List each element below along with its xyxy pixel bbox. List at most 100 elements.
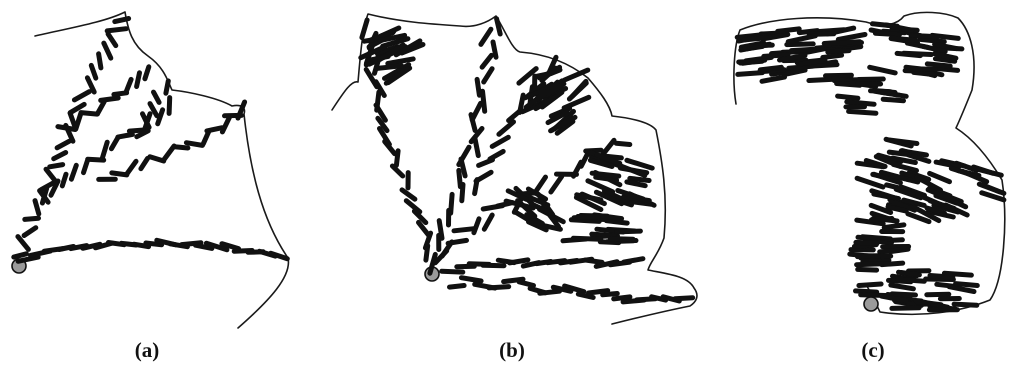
panel-c-cell [819,30,844,32]
panel-c-cell [861,295,886,296]
panel-c-cell [849,111,876,113]
panel-c-cell [847,102,874,104]
panel-a-cell [108,34,116,46]
panel-b-cell [630,178,649,180]
panel-c-cell [788,36,815,42]
panel-b-cell [606,221,627,223]
panel-a-cell [175,147,188,148]
panel-a-caption: (a) [135,338,160,363]
panel-b-cell [484,69,492,82]
panel-c-cell [801,60,825,63]
panel-a-cell [137,73,140,87]
panel-b-cell [617,231,641,232]
panel-b-cell [481,29,491,44]
panel-a-cell [127,161,136,174]
panel-a-cell [62,174,66,186]
panel-c-cell [916,302,941,305]
panel-a-cell [14,254,27,257]
panel-c-diagram [734,12,1005,314]
panel-c-cell [764,55,788,57]
panel-b-diagram [332,14,697,324]
panel-c-cell [760,67,781,70]
panel-a-cell [54,153,66,159]
panel-a-cell [141,159,148,169]
panel-b-cell [362,20,367,38]
panel-b-cell [474,219,479,233]
panel-c-cell [858,269,877,270]
panel-a-cell [46,169,55,181]
panel-b-cell [490,151,503,159]
panel-c-cell [901,273,919,275]
panel-c-cell [832,42,859,44]
panel-c-cell [883,99,903,101]
panel-c-cell [871,91,891,92]
panel-c-cell [912,69,935,70]
panel-a-cell [58,127,75,130]
panel-a-diagram [12,12,288,328]
panel-c-cell [914,72,934,74]
panel-a-cell [207,128,222,131]
panel-a-cell [57,141,69,148]
panel-b-cell [439,221,442,239]
panel-c-cell [892,38,916,40]
panel-c-cell [857,178,883,187]
panel-c-cell [762,77,785,81]
panel-b-cell [459,170,461,186]
panel-b-cell [585,260,602,262]
panel-c-cell [789,66,813,68]
panel-b-cell [616,143,630,144]
panel-a-cell [81,113,97,115]
panel-a-cell [166,81,168,93]
panel-a-cell [97,102,104,114]
panel-b-cell [448,240,466,243]
panel-c-cell [956,284,978,286]
panel-b-cell [592,173,619,176]
panel-a-cell [154,92,160,102]
panel-c-cell [891,285,914,289]
panel-c-cell [739,61,759,62]
panel-c-cell [880,250,899,252]
panel-c-cell [744,37,770,40]
panel-a-cell [115,19,129,22]
panel-c-cell [892,294,915,295]
panel-c-cell [875,33,899,35]
panel-a-cell [102,142,107,159]
panel-a-cell [222,117,229,131]
panel-b-cell [627,182,645,186]
panel-c-cell [787,44,813,45]
panel-b-cell [377,92,379,110]
panel-b-cell [451,194,452,213]
panel-c-cell [809,79,831,80]
panel-b-cell [603,294,618,295]
panel-b-outline [332,14,697,324]
panel-c-caption: (c) [861,338,884,363]
panel-a-cell [126,79,131,92]
panel-b-cell [402,190,415,199]
panel-a-cell [186,143,202,146]
panel-b-cell [519,282,533,286]
panel-a-cell [76,114,81,129]
panel-a-cell [84,161,88,173]
panel-a-cell [35,201,39,214]
panel-c-root-cell [864,297,878,311]
panel-b-cell [454,229,474,231]
panel-a-cell [145,67,149,79]
panel-a-cell [118,134,132,137]
panel-b-cell [492,137,508,146]
panel-a-cell [91,65,96,78]
panel-b-cell [497,19,501,34]
panel-b-cell [377,66,401,69]
panel-b-cell [627,160,652,168]
panel-a-cell [203,132,208,144]
panel-c-cell [935,68,957,70]
panel-c-cell [892,308,919,309]
panel-b-cell [535,177,546,193]
panel-c-cell [920,39,944,41]
panel-a-cell [107,29,126,31]
panel-b-cell [483,91,485,111]
panel-c-cell [884,225,904,228]
panel-b-cell [510,260,528,263]
panel-c-cell [856,242,877,243]
panel-c-cell [927,64,950,66]
panel-c-cell [889,152,909,155]
